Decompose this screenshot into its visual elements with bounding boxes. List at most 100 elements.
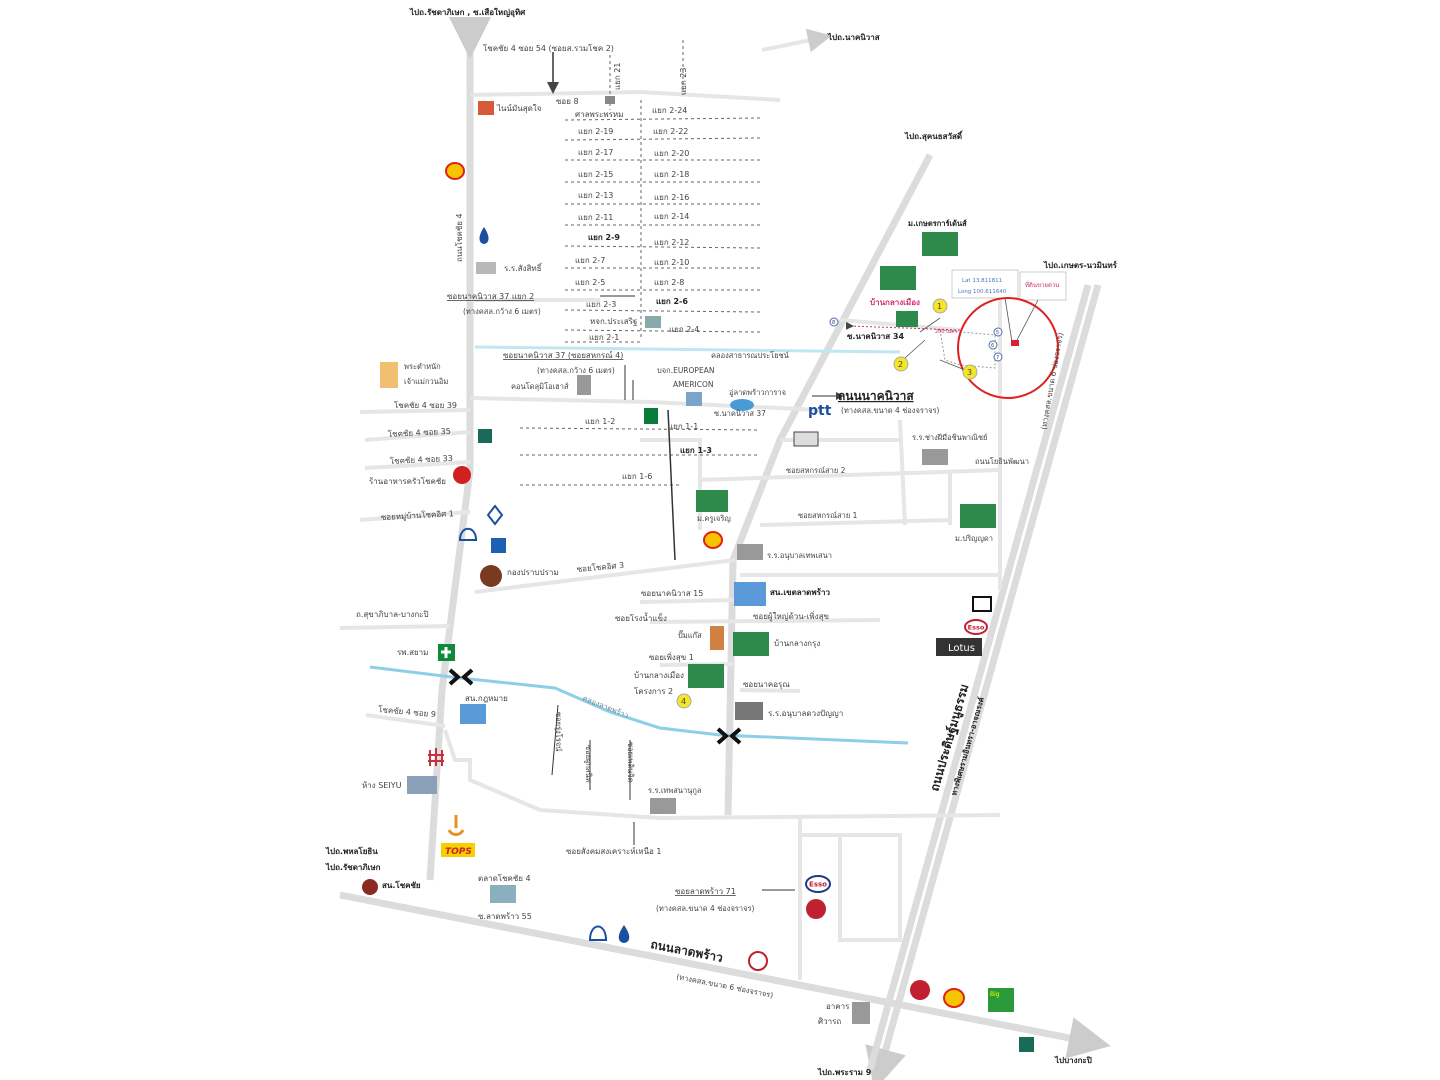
- map-label: ซอยหมู่บ้านโชคอิศ 1: [381, 508, 455, 523]
- marker-4: [676, 693, 692, 709]
- map-label: ไปถ.รัชดาภิเษก: [325, 862, 381, 872]
- gate-number-icons: 5 6 7 8: [829, 317, 1003, 362]
- map-label: บ้านกลางเมือง: [870, 297, 920, 307]
- map-label: ซอยเพลินจิต: [626, 742, 635, 783]
- map-label: ถนนนาคนิวาส: [838, 389, 914, 403]
- map-label: โครงการ 2: [634, 686, 673, 696]
- map-label: ซ.ลาดพร้าว 55: [478, 912, 532, 921]
- map-label: แยก 2-8: [654, 278, 684, 287]
- garage-car-icon: [730, 399, 754, 411]
- map-label: ไปถ.เกษตร-นวมินทร์: [1043, 260, 1118, 270]
- road-nakniwat: [724, 153, 934, 816]
- map-labels: ไปถ.รัชดาภิเษก , ซ.เสือใหญ่อุทิศ โชคชัย …: [325, 7, 1118, 1077]
- ptt-station-icon: [618, 925, 630, 943]
- map-label: ซอยลาดพร้าว 71: [675, 887, 736, 896]
- kasikorn-bank-icon: [748, 951, 768, 971]
- map-label: ซอยสังคมสงเคราะห์เหนือ 1: [566, 846, 661, 856]
- crime-police-icon: [480, 565, 502, 587]
- lotus-icon: [936, 638, 982, 656]
- map-label: โชคชัย 4 ซอย 35: [388, 426, 451, 439]
- map-label: ห้าง SEIYU: [362, 781, 402, 790]
- label-to-sukhonthasawat: ไปถ.สุคนธสวัสดิ์: [904, 130, 963, 142]
- krungsri-bank-icon: [491, 538, 506, 553]
- map-label: ซอยโชคอิศ 3: [576, 560, 624, 574]
- marker-3: [962, 364, 978, 380]
- map-label: ไปบางกะปิ: [1054, 1055, 1092, 1065]
- guanyin-icon: [380, 362, 398, 388]
- map-label: ตลาดโชคชัย 4: [478, 873, 531, 883]
- map-label: (ทางคสล.กว้าง 6 เมตร): [537, 366, 615, 375]
- map-label: ซอยนาคนิวาส 37 แยก 2: [447, 292, 534, 301]
- map-label: แยก 1-3: [680, 446, 712, 455]
- map-label: แยก 2-10: [654, 258, 689, 267]
- map-label: ปั๊มแก๊ส: [678, 630, 702, 640]
- map-label: ม.ปริญญดา: [955, 534, 993, 543]
- caltex-icon: [806, 899, 826, 919]
- map-label: แยก 2-6: [656, 297, 688, 306]
- map-label: บ้านกลางกรุง: [774, 639, 820, 648]
- baan-klang-muang-small-icon: [896, 311, 918, 327]
- map-label: ถนนโยธินพัฒนา: [975, 457, 1029, 466]
- school-icon: [476, 262, 496, 274]
- map-label: แยก 2-20: [654, 149, 689, 158]
- label-brahma-shrine: ศาลพระพรหม: [575, 110, 623, 119]
- roads: [339, 17, 1111, 1080]
- map-label: ซอยโรงน้ำแข็ง: [615, 612, 667, 623]
- map-label: ซอยผู้ใหญ่ด้วน-เพิ่งสุข: [753, 610, 829, 622]
- map-label: สน.โชคชัย: [382, 880, 421, 890]
- map-label: ซอยนาคอรุณ: [743, 680, 790, 689]
- map-label: สน.เขตลาดพร้าว: [770, 587, 830, 597]
- label-chokchai4: ถนนโชคชัย 4: [454, 213, 464, 262]
- scb-bank-icon: [588, 925, 608, 941]
- map-label: ร.ร.อนุบาลดวงปัญญา: [768, 709, 843, 718]
- map-label: แยก 2-22: [653, 127, 688, 136]
- map-label: (ทางคสล.กว้าง 6 เมตร): [463, 307, 541, 316]
- police-station-icon: [734, 582, 766, 606]
- map-label: หจก.ประเสริฐ: [590, 317, 637, 326]
- map-label: ซอยนาคนิวาส 15: [641, 589, 703, 598]
- target-area: Lat 13.811811 Long 100.611640 ที่ดินขายด…: [829, 269, 1067, 399]
- canal-north: [474, 345, 901, 354]
- map-label: แยก 1-1: [668, 422, 698, 431]
- road-pradit: [865, 284, 1102, 1080]
- office-icon: [645, 316, 661, 328]
- gas-station-icon: [710, 626, 724, 650]
- target-label-box: [1019, 271, 1067, 301]
- map-label: บจก.EUROPEAN: [657, 366, 714, 375]
- tops-logo: TOPS: [445, 847, 472, 857]
- map-label: แยก 2-17: [578, 148, 613, 157]
- kasikorn-bank-icon: [478, 429, 492, 443]
- map-label: แยก 2-24: [652, 106, 687, 115]
- label-to-nakniwat: ไปถ.นาคนิวาส: [827, 32, 880, 42]
- map-label: ร.ร.สังสิทธิ์: [504, 262, 543, 273]
- target-label: ที่ดินขายด่วน: [1025, 281, 1059, 289]
- baan-klang-krung-icon: [733, 632, 769, 656]
- poi-icons: ptt TOPS Esso: [362, 96, 1034, 1052]
- map-label: ซอยสหกรณ์สาย 1: [798, 511, 858, 520]
- distance-label: 200 เมตร: [935, 329, 957, 335]
- road-expressway-inner: [866, 284, 1092, 1071]
- railway-icon: [428, 748, 444, 766]
- map-label: ซ.นาคนิวาส 34: [847, 332, 904, 341]
- map-label: กองปราบปราม: [507, 568, 559, 577]
- label-chokchai4-soi54: โชคชัย 4 ซอย 54 (ซอยส.รวมโชค 2): [483, 43, 614, 53]
- map-label: ซอยสหกรณ์สาย 2: [786, 466, 846, 475]
- scb-bank-icon: [458, 527, 478, 541]
- market-icon: [490, 885, 516, 903]
- map-label: บ้านกลางเมือง: [634, 671, 684, 680]
- map-label: ร้านอาหารครัวโชคชัย: [369, 476, 446, 486]
- shell-icon: [445, 162, 465, 180]
- road-ladprao: [339, 891, 1111, 1059]
- map-label: ถ.สุขาภิบาล-บางกะปิ: [356, 610, 429, 619]
- esso-icon: [805, 875, 831, 893]
- map-label: 7: [996, 355, 999, 361]
- map-label: แยก 2-11: [578, 213, 613, 222]
- krungthai-bank-icon: [486, 504, 504, 526]
- honda-icon: [972, 596, 992, 612]
- big-c-logo: Big: [990, 991, 1000, 998]
- map-label: แยก 2-9: [588, 233, 620, 242]
- map-label: แยก 2-12: [654, 238, 689, 247]
- map-label: อาคาร: [826, 1002, 850, 1011]
- ptt-logo: ptt: [808, 403, 832, 419]
- map-label: แยก 1-6: [622, 472, 652, 481]
